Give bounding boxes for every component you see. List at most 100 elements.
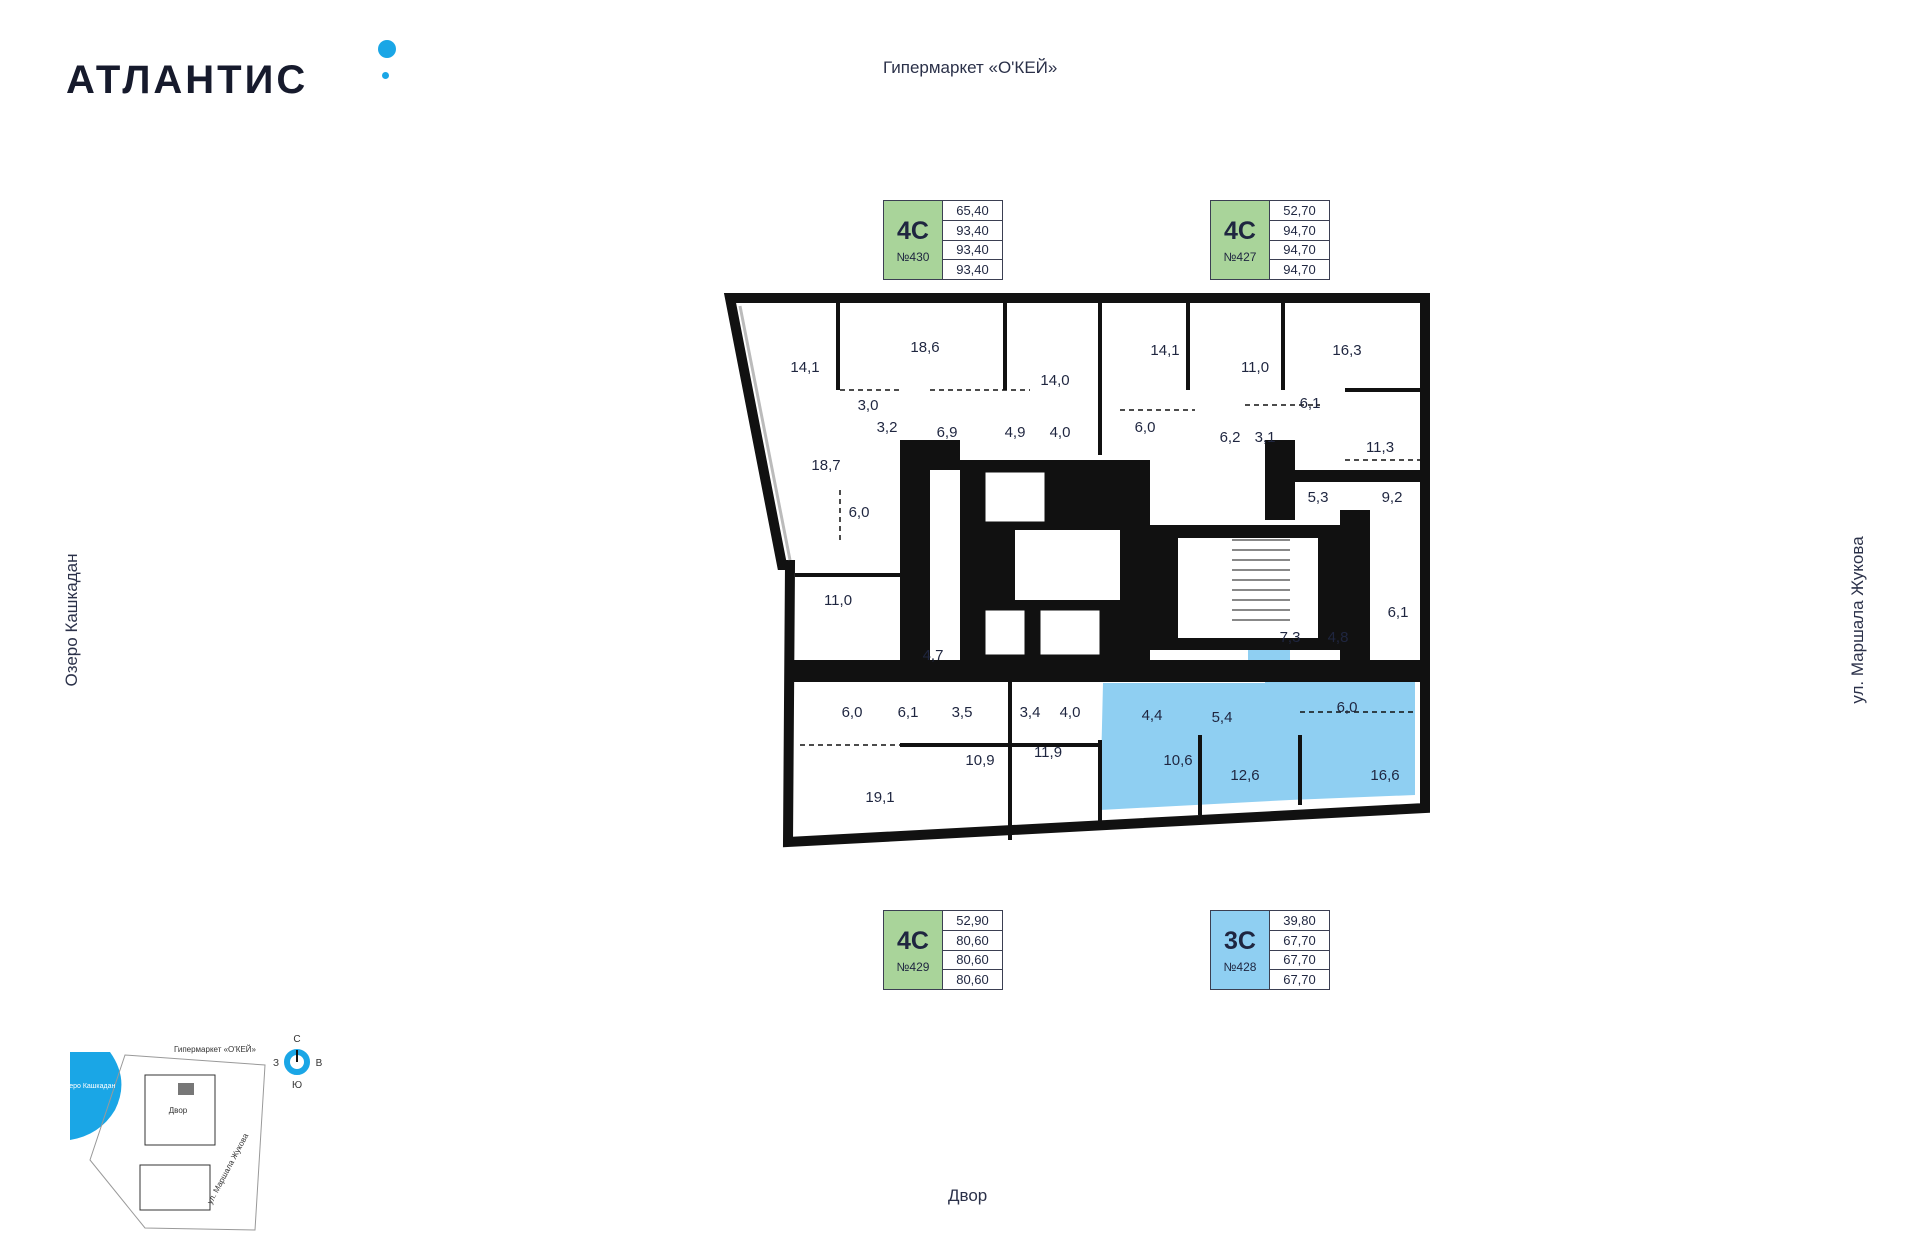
room-area: 16,3 xyxy=(1332,342,1361,359)
room-area: 16,6 xyxy=(1370,767,1399,784)
street-label-top: Гипермаркет «О'КЕЙ» xyxy=(883,58,1058,77)
compass-east: В xyxy=(316,1058,323,1069)
apartment-number: №427 xyxy=(1223,249,1257,264)
apartment-type: 3С xyxy=(1224,926,1256,955)
apartment-areas: 52,70 94,70 94,70 94,70 xyxy=(1270,200,1330,280)
room-area: 14,0 xyxy=(1040,372,1069,389)
room-area: 11,0 xyxy=(1241,359,1269,376)
room-area: 14,1 xyxy=(1150,342,1179,359)
room-area: 18,7 xyxy=(811,457,840,474)
area-value: 80,60 xyxy=(943,951,1002,971)
apartment-type-cell: 4С №429 xyxy=(883,910,943,990)
elevator-icon xyxy=(984,609,1026,656)
elevator-hall xyxy=(1015,530,1120,600)
room-area: 6,1 xyxy=(1388,604,1409,621)
room-area: 18,6 xyxy=(910,339,939,356)
apartment-badge-428[interactable]: 3С №428 39,80 67,70 67,70 67,70 xyxy=(1210,910,1330,990)
room-area: 6,1 xyxy=(898,704,919,721)
minimap-lake-label: Озеро Кашкадан xyxy=(61,1083,116,1090)
compass-north: С xyxy=(293,1034,300,1045)
room-area: 6,0 xyxy=(842,704,863,721)
elevator-icon xyxy=(1039,609,1101,656)
compass-south: Ю xyxy=(292,1080,302,1091)
minimap-street-label: ул. Маршала Жукова xyxy=(205,1131,250,1205)
apartment-number: №430 xyxy=(896,249,930,264)
area-value: 94,70 xyxy=(1270,221,1329,241)
logo-small-dot-icon xyxy=(382,72,389,79)
apartment-428-highlight[interactable] xyxy=(1100,668,1415,810)
apartment-type: 4С xyxy=(897,926,929,955)
area-value: 67,70 xyxy=(1270,931,1329,951)
apartment-areas: 65,40 93,40 93,40 93,40 xyxy=(943,200,1003,280)
apartment-type: 4С xyxy=(1224,216,1256,245)
apartment-type: 4С xyxy=(897,216,929,245)
stair-hall xyxy=(1178,538,1318,638)
area-value: 65,40 xyxy=(943,201,1002,221)
street-label-bottom: Двор xyxy=(948,1186,988,1205)
apartment-areas: 52,90 80,60 80,60 80,60 xyxy=(943,910,1003,990)
room-area: 3,4 xyxy=(1020,704,1041,721)
room-area: 4,4 xyxy=(1142,707,1163,724)
room-area: 5,3 xyxy=(1308,489,1329,506)
lake-shape xyxy=(70,1052,122,1140)
apartment-type-cell: 3С №428 xyxy=(1210,910,1270,990)
compass-west: З xyxy=(273,1058,279,1069)
room-area: 6,2 xyxy=(1220,429,1241,446)
room-area: 12,6 xyxy=(1230,767,1259,784)
room-area: 10,6 xyxy=(1163,752,1192,769)
room-area: 6,0 xyxy=(1135,419,1156,436)
area-value: 52,90 xyxy=(943,911,1002,931)
area-value: 80,60 xyxy=(956,972,989,988)
apartment-areas: 39,80 67,70 67,70 67,70 xyxy=(1270,910,1330,990)
area-value: 93,40 xyxy=(943,221,1002,241)
room-area: 5,4 xyxy=(1212,709,1233,726)
room-area: 4,7 xyxy=(923,647,944,664)
area-value: 67,70 xyxy=(1270,951,1329,971)
apartment-type-cell: 4С №430 xyxy=(883,200,943,280)
room-area: 14,1 xyxy=(790,359,819,376)
brand-logo: АТЛАНТИС xyxy=(66,58,309,102)
room-area: 6,1 xyxy=(1300,395,1321,412)
area-value: 80,60 xyxy=(943,931,1002,951)
apartment-number: №429 xyxy=(896,959,930,974)
apartment-badge-427[interactable]: 4С №427 52,70 94,70 94,70 94,70 xyxy=(1210,200,1330,280)
room-area: 9,2 xyxy=(1382,489,1403,506)
area-value: 93,40 xyxy=(943,241,1002,261)
room-area: 11,9 xyxy=(1034,744,1062,761)
room-area: 19,1 xyxy=(865,789,894,806)
room-area: 4,9 xyxy=(1005,424,1026,441)
room-area: 10,9 xyxy=(965,752,994,769)
elevator-icon xyxy=(984,471,1046,523)
area-value: 52,70 xyxy=(1270,201,1329,221)
room-area: 3,0 xyxy=(858,397,879,414)
room-area: 4,0 xyxy=(1060,704,1081,721)
area-value: 94,70 xyxy=(1283,262,1316,278)
room-area: 3,2 xyxy=(877,419,898,436)
logo-dot-icon xyxy=(378,40,396,58)
area-value: 94,70 xyxy=(1270,241,1329,261)
apartment-badge-430[interactable]: 4С №430 65,40 93,40 93,40 93,40 xyxy=(883,200,1003,280)
apartment-badge-429[interactable]: 4С №429 52,90 80,60 80,60 80,60 xyxy=(883,910,1003,990)
room-area: 6,0 xyxy=(1337,699,1358,716)
area-value: 67,70 xyxy=(1283,972,1316,988)
compass-icon: С Ю З В xyxy=(273,1034,323,1091)
minimap-yard-label: Двор xyxy=(169,1106,188,1115)
area-value: 39,80 xyxy=(1270,911,1329,931)
outer-wall xyxy=(723,293,1430,848)
apartment-number: №428 xyxy=(1223,959,1257,974)
room-area: 6,9 xyxy=(937,424,958,441)
minimap-top-label: Гипермаркет «О'КЕЙ» xyxy=(174,1045,257,1054)
window-line-icon xyxy=(738,305,792,561)
apartment-type-cell: 4С №427 xyxy=(1210,200,1270,280)
room-area: 6,0 xyxy=(849,504,870,521)
room-area: 7,3 xyxy=(1280,629,1301,646)
room-area: 11,3 xyxy=(1366,439,1394,456)
room-area: 3,5 xyxy=(952,704,973,721)
room-area: 3,1 xyxy=(1255,429,1276,446)
site-minimap: Озеро Кашкадан Гипермаркет «О'КЕЙ» Двор … xyxy=(61,1045,266,1231)
room-area: 11,0 xyxy=(824,592,852,609)
area-value: 93,40 xyxy=(956,262,989,278)
room-area: 4,0 xyxy=(1050,424,1071,441)
room-area: 4,8 xyxy=(1328,629,1349,646)
